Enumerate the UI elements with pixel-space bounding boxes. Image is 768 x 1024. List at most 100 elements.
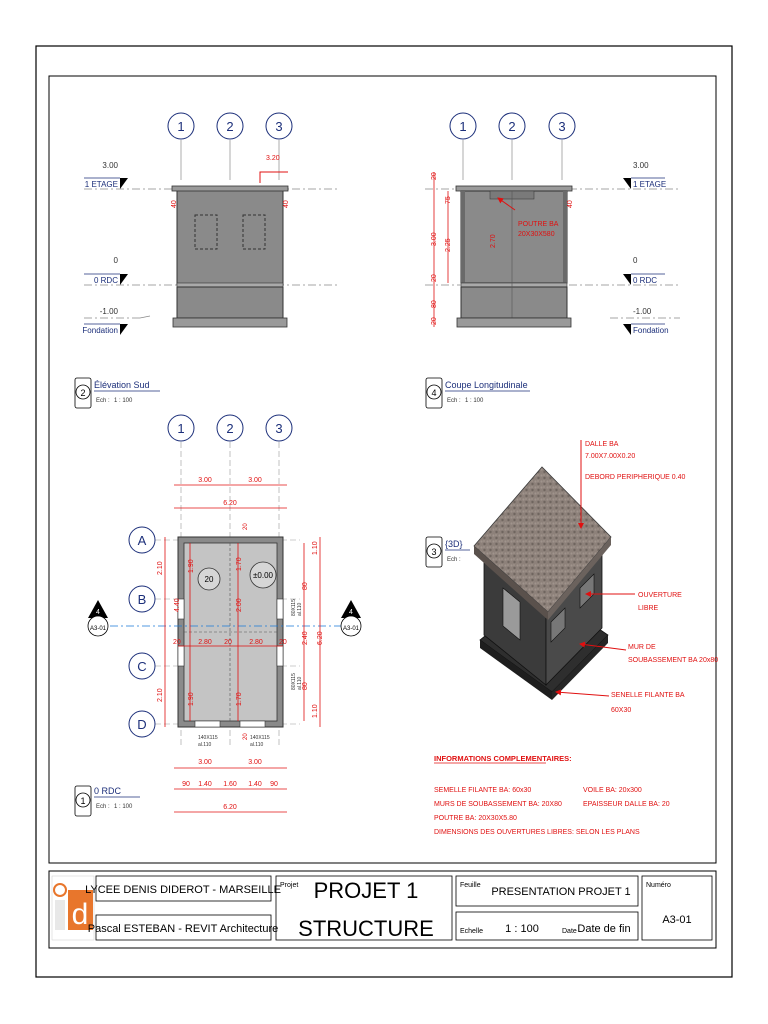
svg-text:Feuille: Feuille xyxy=(460,882,481,889)
svg-text:VOILE BA: 20x300: VOILE BA: 20x300 xyxy=(583,787,642,794)
svg-text:DIMENSIONS DES OUVERTURES LIBR: DIMENSIONS DES OUVERTURES LIBRES: SELON … xyxy=(434,829,640,836)
svg-text:40: 40 xyxy=(567,200,574,208)
title-block: d LYCEE DENIS DIDEROT - MARSEILLE Pascal… xyxy=(48,870,717,949)
svg-text:2: 2 xyxy=(226,119,233,134)
grid-bubble-2: 2 xyxy=(498,112,526,180)
svg-text:60X30: 60X30 xyxy=(611,707,631,714)
svg-text:1.90: 1.90 xyxy=(188,692,195,706)
svg-text:90: 90 xyxy=(270,781,278,788)
grid-bubble-1: 1 xyxy=(167,112,195,180)
svg-text:1: 1 xyxy=(459,119,466,134)
svg-text:Élévation Sud: Élévation Sud xyxy=(94,380,150,390)
svg-text:PROJET 1: PROJET 1 xyxy=(314,878,419,903)
svg-text:1 : 100: 1 : 100 xyxy=(505,923,539,935)
svg-text:Numéro: Numéro xyxy=(646,882,671,889)
grid-bubble-D: D xyxy=(128,710,300,738)
svg-text:Projet: Projet xyxy=(280,882,298,889)
svg-text:Ech :: Ech : xyxy=(447,557,461,563)
svg-text:1: 1 xyxy=(80,796,85,806)
svg-text:20X30X580: 20X30X580 xyxy=(518,231,555,238)
svg-text:DALLE BA: DALLE BA xyxy=(585,441,619,448)
svg-text:Date de fin: Date de fin xyxy=(577,923,630,935)
svg-text:2.80: 2.80 xyxy=(249,639,263,646)
svg-text:d: d xyxy=(72,898,89,931)
svg-text:6.20: 6.20 xyxy=(317,631,324,645)
svg-text:20: 20 xyxy=(243,733,249,740)
svg-text:0: 0 xyxy=(114,256,119,265)
svg-text:MURS DE SOUBASSEMENT BA: 20X80: MURS DE SOUBASSEMENT BA: 20X80 xyxy=(434,801,562,808)
outer-border xyxy=(35,45,733,978)
level-marker-rdc-right: 0 0 RDC xyxy=(623,256,665,285)
coupe-view: 1 2 3 20 75 2.25 20 80 20 3.00 2.70 40 P… xyxy=(425,112,680,409)
svg-text:al.110: al.110 xyxy=(297,603,303,616)
svg-text:1.70: 1.70 xyxy=(236,557,243,571)
svg-text:80X115: 80X115 xyxy=(291,673,297,690)
svg-text:Fondation: Fondation xyxy=(633,326,669,335)
svg-text:3.00: 3.00 xyxy=(633,161,649,170)
svg-text:4: 4 xyxy=(96,609,100,616)
level-marker-rdc: 0 0 RDC xyxy=(84,256,128,285)
svg-text:al.110: al.110 xyxy=(198,742,211,748)
level-marker-fondation: -1.00 Fondation xyxy=(82,307,128,335)
elevation-sud-view: 1 2 3 40 40 3.20 3.00 1 ETAGE 0 0 RDC xyxy=(74,112,340,409)
svg-text:DEBORD PERIPHERIQUE 0.40: DEBORD PERIPHERIQUE 0.40 xyxy=(585,474,685,481)
svg-text:Echelle: Echelle xyxy=(460,928,483,935)
svg-text:SEMELLE FILANTE BA: 60x30: SEMELLE FILANTE BA: 60x30 xyxy=(434,787,531,794)
coupe-wall xyxy=(460,190,568,284)
level-marker-etage: 3.00 1 ETAGE xyxy=(84,161,128,189)
svg-text:POUTRE BA: 20X30X5.80: POUTRE BA: 20X30X5.80 xyxy=(434,815,517,822)
svg-text:0 RDC: 0 RDC xyxy=(94,276,118,285)
room-tag-20 xyxy=(197,567,221,591)
elevation-slab xyxy=(171,185,289,192)
svg-text:SENELLE FILANTE BA: SENELLE FILANTE BA xyxy=(611,692,685,699)
svg-text:-1.00: -1.00 xyxy=(633,307,652,316)
svg-text:80: 80 xyxy=(302,682,309,690)
svg-text:3.00: 3.00 xyxy=(248,759,262,766)
logo: d xyxy=(51,875,95,941)
svg-text:B: B xyxy=(138,592,147,607)
svg-text:2: 2 xyxy=(80,388,85,398)
svg-text:2: 2 xyxy=(508,119,515,134)
svg-text:4: 4 xyxy=(431,388,436,398)
level-marker-fondation-right: -1.00 Fondation xyxy=(623,307,669,335)
svg-text:3.00: 3.00 xyxy=(431,232,438,246)
svg-text:4.40: 4.40 xyxy=(174,598,181,612)
svg-text:20: 20 xyxy=(431,172,438,180)
svg-text:1.10: 1.10 xyxy=(312,541,319,555)
svg-text:1 : 100: 1 : 100 xyxy=(114,398,133,404)
svg-text:3.00: 3.00 xyxy=(102,161,118,170)
svg-text:20: 20 xyxy=(243,523,249,530)
svg-text:20: 20 xyxy=(205,575,214,584)
svg-text:140X115: 140X115 xyxy=(198,735,218,741)
svg-text:1 ETAGE: 1 ETAGE xyxy=(633,180,666,189)
view-tag-elevation-sud: 2 Élévation Sud Ech : 1 : 100 xyxy=(74,377,160,409)
svg-text:80X115: 80X115 xyxy=(291,599,297,616)
svg-text:80: 80 xyxy=(431,300,438,308)
svg-text:0: 0 xyxy=(633,256,638,265)
view-tag-rdc: 1 0 RDC Ech : 1 : 100 xyxy=(74,785,140,817)
svg-text:2: 2 xyxy=(226,421,233,436)
section-marker-left: 4 A3-01 xyxy=(87,600,109,637)
svg-text:2.70: 2.70 xyxy=(490,234,497,248)
svg-text:90: 90 xyxy=(182,781,190,788)
level-marker-etage-right: 3.00 1 ETAGE xyxy=(623,161,666,189)
svg-text:STRUCTURE: STRUCTURE xyxy=(298,916,434,941)
svg-text:20: 20 xyxy=(431,317,438,325)
svg-text:OUVERTURE: OUVERTURE xyxy=(638,592,682,599)
svg-text:3: 3 xyxy=(275,119,282,134)
svg-text:MUR DE: MUR DE xyxy=(628,644,656,651)
plan-rdc-view: 1 2 3 A B C D 20 ±0.00 4 A3-01 xyxy=(74,414,362,817)
grid-bubble-3: 3 xyxy=(265,112,293,180)
svg-text:±0.00: ±0.00 xyxy=(253,571,274,580)
svg-text:6.20: 6.20 xyxy=(223,804,237,811)
3d-opening-left xyxy=(502,587,521,641)
svg-text:1.40: 1.40 xyxy=(198,781,212,788)
svg-text:3.00: 3.00 xyxy=(198,477,212,484)
info-block: INFORMATIONS COMPLEMENTAIRES: SEMELLE FI… xyxy=(434,754,670,836)
svg-text:D: D xyxy=(137,717,146,732)
svg-text:INFORMATIONS COMPLEMENTAIRES:: INFORMATIONS COMPLEMENTAIRES: xyxy=(434,754,572,763)
svg-text:3: 3 xyxy=(558,119,565,134)
svg-text:LYCEE DENIS DIDEROT - MARSEILL: LYCEE DENIS DIDEROT - MARSEILLE xyxy=(85,884,281,896)
svg-text:20: 20 xyxy=(224,639,232,646)
svg-text:3: 3 xyxy=(275,421,282,436)
